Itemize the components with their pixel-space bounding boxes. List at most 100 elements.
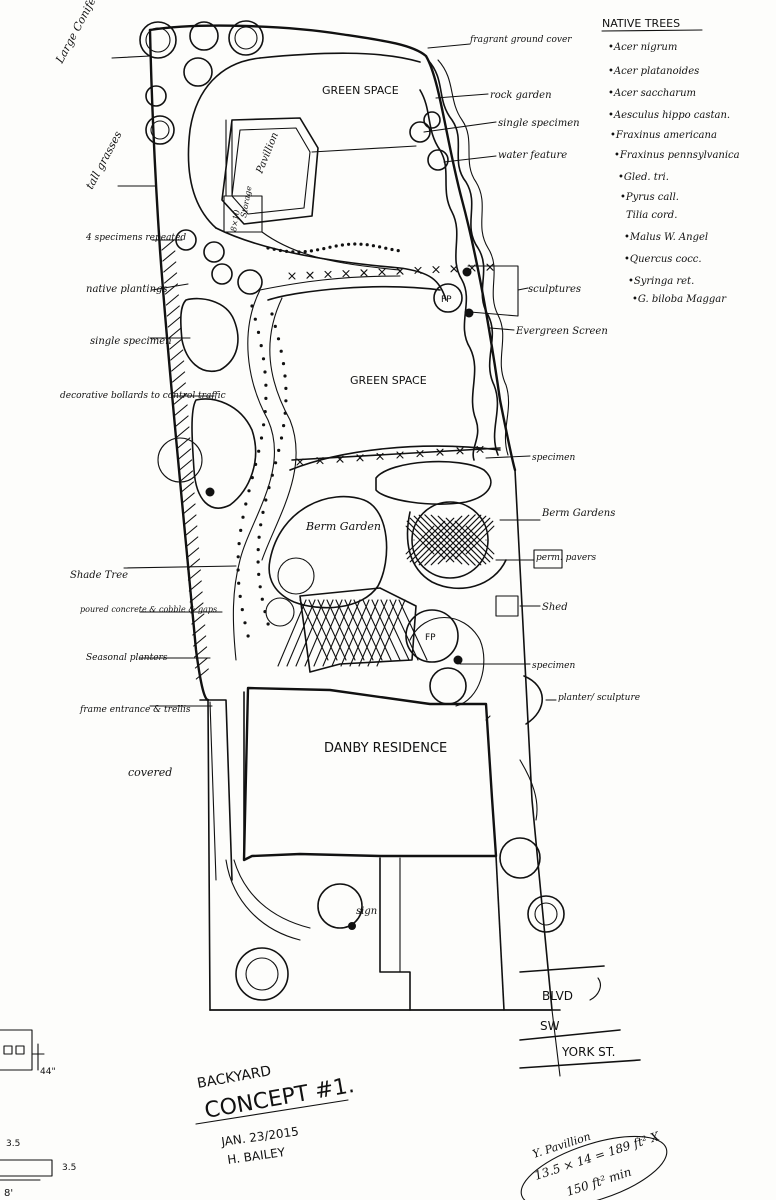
note-3-5-a: 3.5 — [6, 1139, 20, 1149]
patio-hatch-line — [380, 599, 410, 661]
york-street-label: YORK ST. — [561, 1045, 615, 1059]
label-single-specimen-right: single specimen — [498, 118, 580, 129]
hatch-line — [187, 569, 201, 581]
bollard-dot — [250, 304, 254, 308]
label-native-plantings: native plantings — [86, 284, 168, 295]
area-labels: GREEN SPACE GREEN SPACE Pavillion 8×10 S… — [229, 84, 452, 917]
hedge-mark — [416, 450, 424, 458]
patio-hatch-line — [317, 599, 347, 661]
label-frame-entrance: frame entrance & trellis — [79, 705, 191, 715]
bollard-dot — [259, 523, 263, 527]
label-specimen-top: specimen — [532, 453, 575, 463]
residence-label: DANBY RESIDENCE — [324, 741, 447, 756]
label-evergreen-screen: Evergreen Screen — [515, 326, 608, 337]
bollard-dot — [256, 330, 261, 334]
hatch-line — [164, 272, 178, 284]
crosshatch-line — [465, 525, 495, 555]
crosshatch-line — [430, 514, 482, 566]
label-water-feature: water feature — [498, 150, 567, 161]
label-shed: Shed — [542, 602, 568, 613]
hatch-line — [174, 404, 188, 416]
planter-sculpture — [519, 675, 543, 821]
driveway — [379, 855, 505, 1011]
bollard-dot — [270, 312, 274, 316]
title-date: JAN. 23/2015 — [219, 1124, 299, 1149]
edge-notes: 44" 3.5 3.5 8' — [4, 1067, 76, 1199]
native-trees-list: NATIVE TREES •Acer nigrum•Acer platanoid… — [601, 17, 740, 305]
margin-sketch — [0, 1029, 53, 1181]
patio-hatch-line — [326, 599, 356, 661]
bollard-dot — [256, 548, 260, 552]
patio-hatch-line — [353, 599, 383, 661]
patio-hatch-line — [389, 599, 419, 661]
bollard-dot — [279, 436, 284, 440]
bollard-dot — [384, 246, 388, 250]
label-covered: covered — [128, 766, 172, 779]
bollard-dot — [267, 486, 271, 490]
hatch-line — [162, 250, 176, 262]
pavilion — [221, 117, 319, 233]
top-green-space — [187, 52, 447, 301]
native-tree-item: Tilia cord. — [626, 210, 677, 221]
garden-path — [232, 231, 401, 661]
hatch-line — [172, 371, 186, 383]
native-tree-item: •Acer platanoides — [608, 66, 699, 77]
hatch-line — [179, 470, 194, 482]
hatch-line — [168, 327, 182, 339]
bollard-dot — [263, 370, 267, 374]
bollard-dot — [266, 246, 270, 250]
label-fragrant-ground-cover: fragrant ground cover — [469, 35, 572, 45]
hatch-line — [161, 239, 175, 251]
native-tree-item: •Acer saccharum — [608, 88, 696, 99]
patio-hatch-line — [308, 599, 338, 661]
hatch-line — [180, 481, 194, 493]
hedge-mark — [432, 266, 440, 274]
left-specimens — [175, 229, 263, 295]
property-outline — [148, 24, 553, 1011]
bollard-dot — [243, 621, 247, 625]
fire-pit-top — [433, 267, 474, 318]
sign-label: sign — [356, 906, 377, 917]
crosshatch-line — [445, 517, 491, 563]
hedge-mark — [378, 268, 386, 276]
bollard-dot — [390, 247, 394, 252]
bollard-dot — [309, 249, 313, 253]
title-line-1: BACKYARD — [196, 1063, 273, 1092]
evergreen-screen — [419, 59, 510, 461]
hatch-line — [178, 448, 192, 460]
hatch-line — [179, 459, 193, 471]
hatch-line — [167, 316, 181, 328]
bollard-dot — [282, 424, 286, 428]
street-labels: BLVD SW YORK ST. — [540, 989, 615, 1059]
bollard-dot — [256, 560, 260, 564]
hatch-line — [186, 547, 200, 559]
native-plantings-hatch — [161, 239, 209, 680]
label-specimens-repeated: 4 specimens repeated — [85, 233, 186, 243]
bollard-dot — [276, 337, 281, 341]
bollard-dot — [257, 572, 261, 577]
left-annotations: Large Conifer tall grasses 4 specimens r… — [53, 0, 226, 779]
label-large-conifer: Large Conifer — [53, 0, 102, 66]
hatch-line — [165, 294, 179, 306]
hedge-mark — [486, 263, 494, 271]
left-planting-beds — [157, 297, 257, 509]
bollard-dot — [274, 461, 278, 465]
bollard-dot — [272, 247, 276, 251]
bollard-dot — [264, 498, 268, 502]
hatch-line — [183, 514, 197, 526]
hatch-line — [171, 360, 185, 372]
bollard-dot — [237, 542, 241, 546]
hatch-line — [195, 668, 209, 680]
pavilion-calc: Y. Pavillion 13.5 × 14 = 189 ft² X 150 f… — [520, 1129, 668, 1200]
title-block: BACKYARD CONCEPT #1. JAN. 23/2015 H. BAI… — [195, 1063, 356, 1167]
bollard-dot — [270, 473, 274, 477]
native-tree-item: •Pyrus call. — [620, 192, 679, 203]
large-conifers — [139, 20, 264, 145]
crosshatch-line — [454, 520, 494, 560]
patio-hatch-line — [362, 599, 392, 661]
hedge-mark — [414, 266, 422, 274]
bollard-dot — [297, 250, 301, 254]
patio-hatch-line — [299, 599, 329, 661]
bollard-dot — [261, 357, 266, 361]
hedge-mark — [342, 270, 350, 278]
